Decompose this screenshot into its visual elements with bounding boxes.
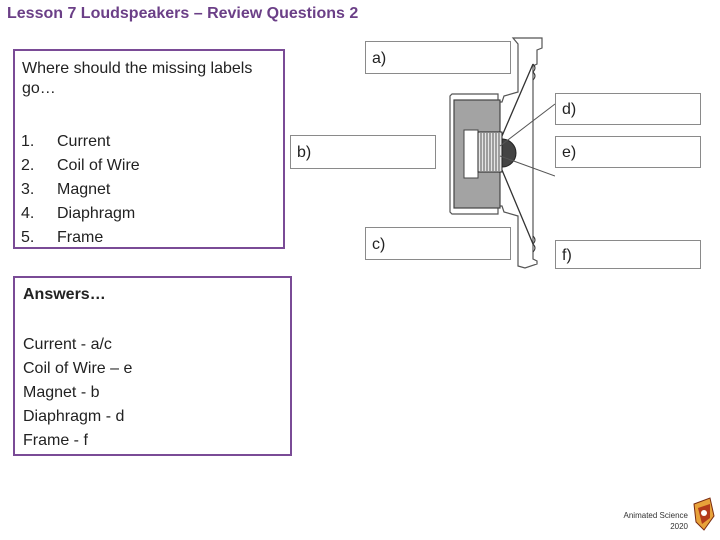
question-box: Where should the missing labels go… 1.Cu… [13, 49, 285, 249]
list-item: 2.Coil of Wire [21, 157, 140, 174]
list-item: 4.Diaphragm [21, 205, 136, 222]
label-box-d: d) [555, 93, 701, 125]
list-item: Coil of Wire – e [23, 360, 133, 377]
question-prompt: Where should the missing labels go… [22, 60, 253, 97]
list-item: Frame - f [23, 432, 88, 449]
label-box-a: a) [365, 41, 511, 74]
diaphragm [501, 63, 534, 245]
label-options-list: 1.Current 2.Coil of Wire 3.Magnet 4.Diap… [21, 130, 140, 250]
list-item: 5.Frame [21, 229, 104, 246]
answers-box: Answers… Current - a/c Coil of Wire – e … [13, 276, 292, 456]
brand-credit: Animated Science 2020 [624, 510, 688, 532]
list-item: 3.Magnet [21, 181, 111, 198]
label-box-f: f) [555, 240, 701, 269]
page-title: Lesson 7 Loudspeakers – Review Questions… [7, 5, 359, 22]
answers-heading: Answers… [23, 286, 106, 303]
brand-year: 2020 [670, 522, 688, 531]
label-box-c: c) [365, 227, 511, 260]
label-box-e: e) [555, 136, 701, 168]
brand-name: Animated Science [623, 511, 688, 520]
list-item: Diaphragm - d [23, 408, 125, 425]
list-item: 1.Current [21, 133, 111, 150]
list-item: Magnet - b [23, 384, 100, 401]
list-item: Current - a/c [23, 336, 112, 353]
label-box-b: b) [290, 135, 436, 169]
animated-science-logo-icon [693, 497, 715, 531]
magnet-gap [463, 129, 479, 179]
loudspeaker-diagram [449, 37, 555, 269]
answers-list: Current - a/c Coil of Wire – e Magnet - … [23, 333, 132, 453]
